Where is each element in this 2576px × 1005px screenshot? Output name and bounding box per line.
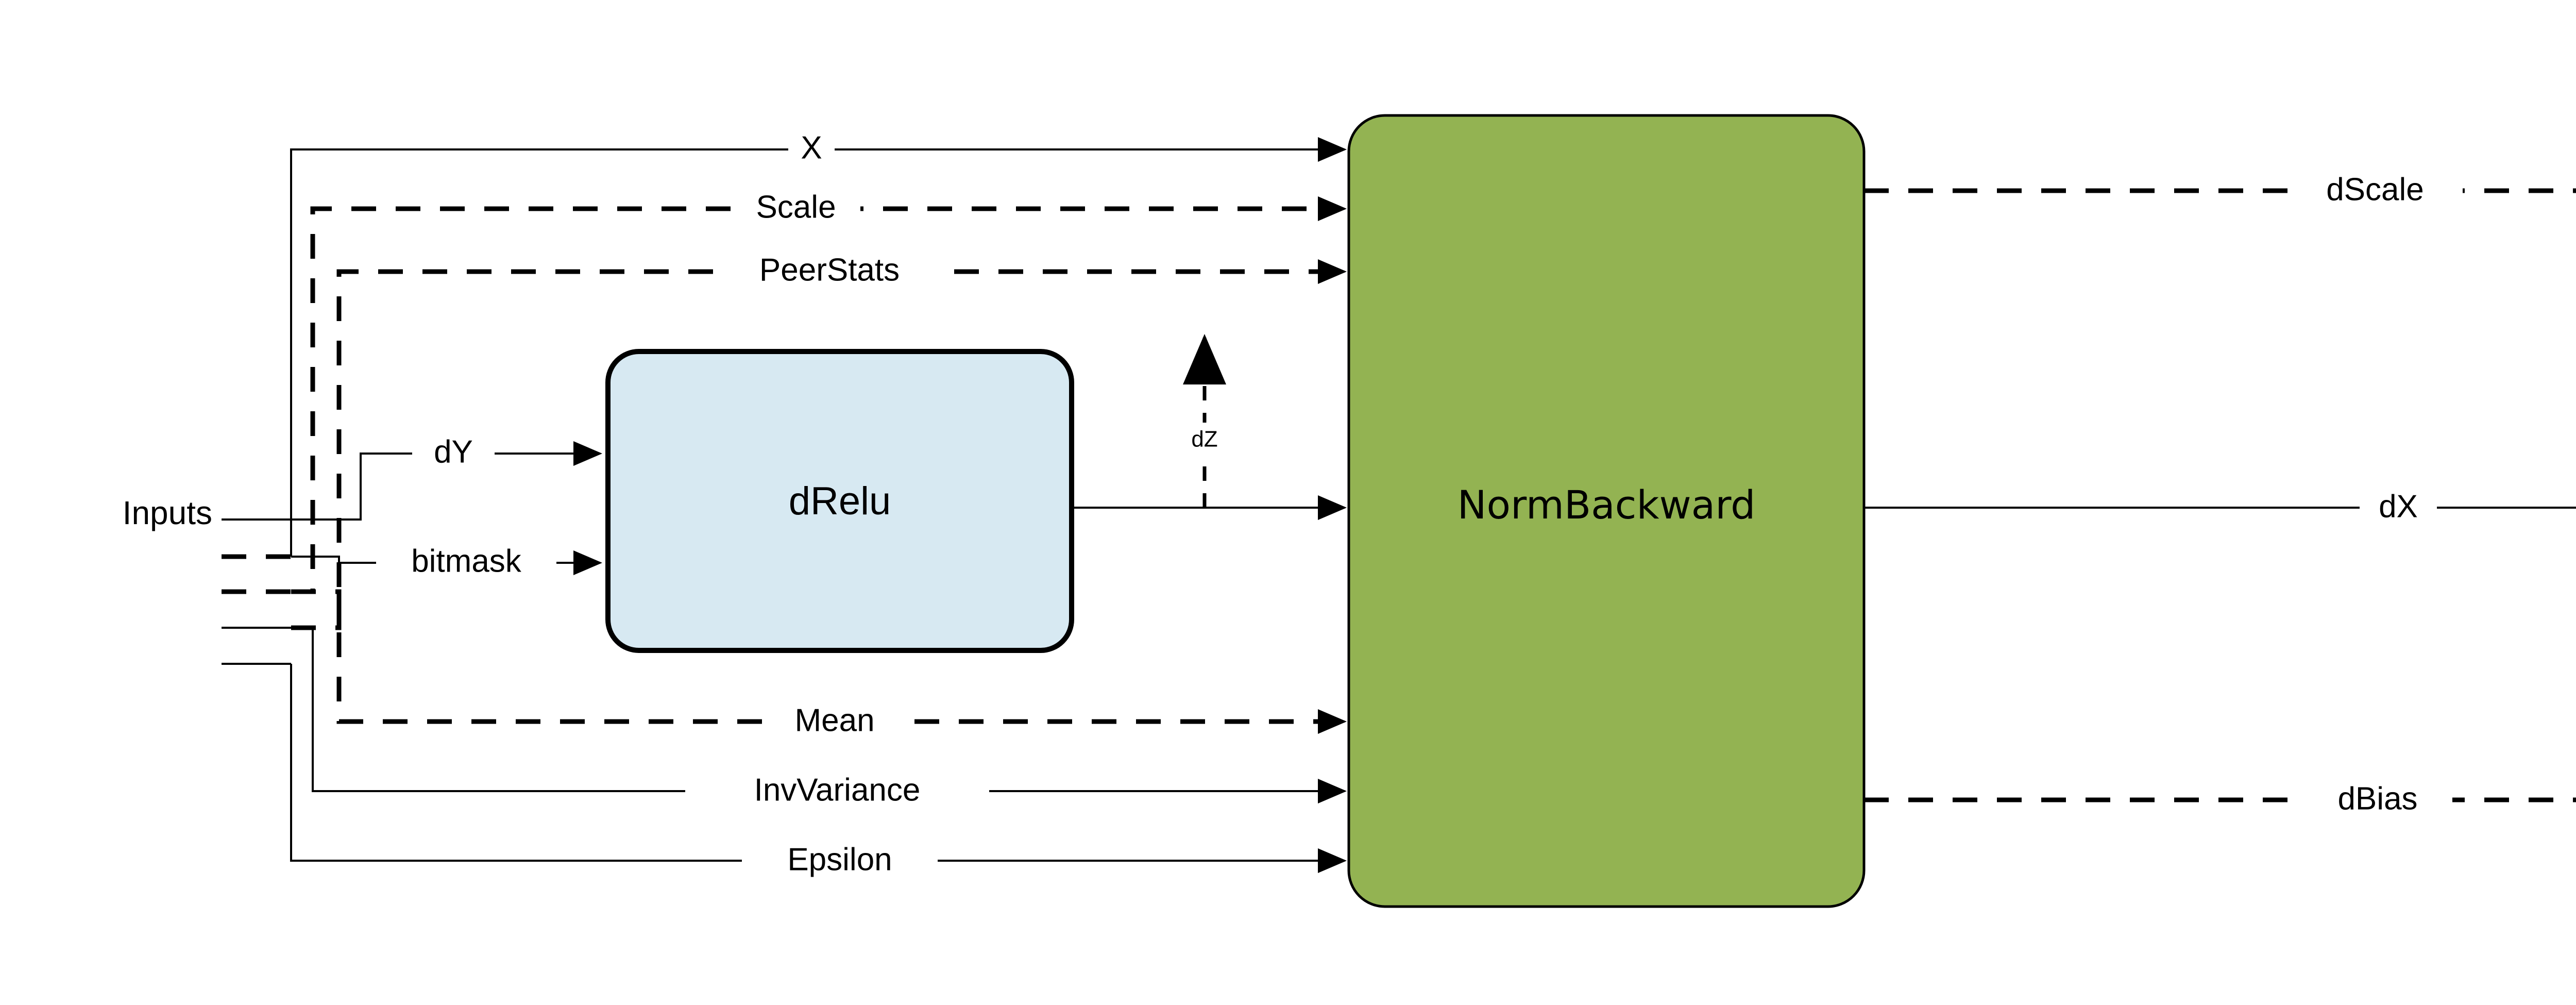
edge-label-peerstats: PeerStats <box>759 252 900 288</box>
edge-label-dy: dY <box>434 434 473 470</box>
edge-label-dz: dZ <box>1191 427 1217 452</box>
edge-input-peerstats: PeerStats <box>291 247 1347 630</box>
edge-label-epsilon: Epsilon <box>787 842 892 877</box>
edge-label-dbias: dBias <box>2337 781 2417 816</box>
edge-label-scale: Scale <box>756 189 836 225</box>
edge-label-x: X <box>801 130 822 165</box>
inputs-group-label: Inputs <box>123 494 212 531</box>
edge-dz: dZ <box>1181 334 1228 508</box>
node-drelu[interactable]: dRelu <box>605 349 1074 653</box>
edge-output-dbias: dBias <box>1864 776 2576 826</box>
edge-label-dscale: dScale <box>2326 172 2424 207</box>
edge-label-mean: Mean <box>794 702 874 738</box>
edge-output-dscale: dScale <box>1864 167 2576 216</box>
edge-input-epsilon: Epsilon <box>290 664 1347 885</box>
node-drelu-label: dRelu <box>789 479 891 523</box>
edge-input-dy: dY <box>291 430 602 521</box>
node-normbackward[interactable]: NormBackward <box>1347 114 1866 908</box>
edge-output-dx: dX <box>1864 484 2576 532</box>
edge-label-invvariance: InvVariance <box>754 772 921 808</box>
inputs-bundle-stubs <box>222 518 291 665</box>
edge-input-x: X <box>290 126 1347 557</box>
edge-label-dx: dX <box>2379 489 2418 524</box>
edge-input-bitmask: bitmask <box>291 539 602 587</box>
edge-input-invvariance: InvVariance <box>291 627 1347 816</box>
edge-input-mean: Mean <box>291 589 1347 747</box>
edge-label-bitmask: bitmask <box>411 543 522 579</box>
node-normbackward-label: NormBackward <box>1458 482 1756 528</box>
